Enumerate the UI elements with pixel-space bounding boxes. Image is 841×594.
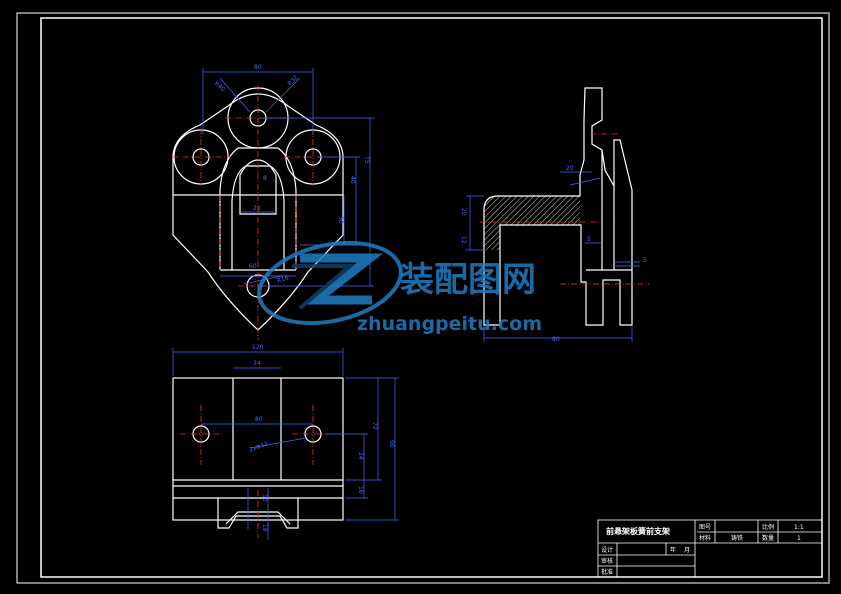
check-label: 审核 [601, 557, 613, 565]
plan-dimensions [172, 348, 399, 540]
dim-front-slot-width: 20 [253, 205, 261, 212]
dim-front-top-width: 80 [254, 64, 262, 71]
dim-front-height-low: 30 [337, 216, 344, 224]
drawing-border [16, 12, 830, 584]
material-label: 材料 [699, 534, 711, 542]
dim-plan-bottom-b: 18 [261, 524, 268, 532]
dim-plan-height-b: 24 [357, 452, 364, 460]
watermark-logo [257, 240, 403, 326]
quantity-value: 1 [797, 535, 801, 542]
quantity-label: 数量 [762, 534, 774, 542]
dim-plan-hole-span: 80 [255, 416, 263, 423]
scale-value: 1:1 [794, 524, 804, 531]
dim-plan-height-total: 90 [388, 440, 395, 448]
watermark-en: zhuangpeitu.com [357, 313, 542, 335]
dim-front-small: 8 [263, 175, 267, 182]
dim-side-slot: 20 [566, 165, 574, 172]
design-label: 设计 [601, 546, 613, 554]
year-label: 年 [670, 546, 676, 554]
approve-label: 批准 [601, 568, 613, 576]
title-block [597, 519, 823, 578]
dim-plan-width: 120 [252, 344, 264, 351]
material-value: 铸铁 [731, 534, 743, 542]
dim-side-right-b: 5 [643, 257, 647, 264]
side-section-hatch [484, 196, 580, 250]
dim-plan-height-a: 72 [371, 422, 378, 430]
month-label: 月 [684, 547, 690, 554]
dim-front-height-mid: 40 [349, 176, 356, 184]
front-dimensions [202, 68, 374, 287]
dim-plan-slot: 34 [253, 360, 261, 367]
side-dimensions [466, 171, 640, 342]
dim-front-r-right: R32 [286, 74, 299, 87]
watermark-cn: 装配图网 [400, 260, 536, 300]
dim-plan-height-c: 16 [357, 486, 364, 494]
side-centerlines [480, 133, 650, 285]
part-name: 前悬架板簧前支架 [606, 526, 670, 536]
dim-plan-bottom-a: 10 [261, 494, 268, 502]
dim-front-r-bottom: R16 [276, 274, 290, 285]
dim-front-r-left: R40 [213, 80, 227, 93]
dim-front-height-total: 75 [363, 156, 370, 164]
plan-centerlines [180, 405, 334, 538]
drawing-no-label: 图号 [699, 524, 711, 531]
dim-front-bottom-width: 60 [249, 263, 257, 270]
dim-side-left-b: 12 [460, 236, 467, 244]
dim-plan-hole-dia: 2xΦ12 [248, 440, 269, 453]
scale-label: 比例 [762, 523, 774, 531]
dim-side-width: 80 [552, 336, 560, 343]
dim-side-left-a: 20 [460, 208, 467, 216]
dim-side-right-a: 5 [587, 236, 591, 243]
